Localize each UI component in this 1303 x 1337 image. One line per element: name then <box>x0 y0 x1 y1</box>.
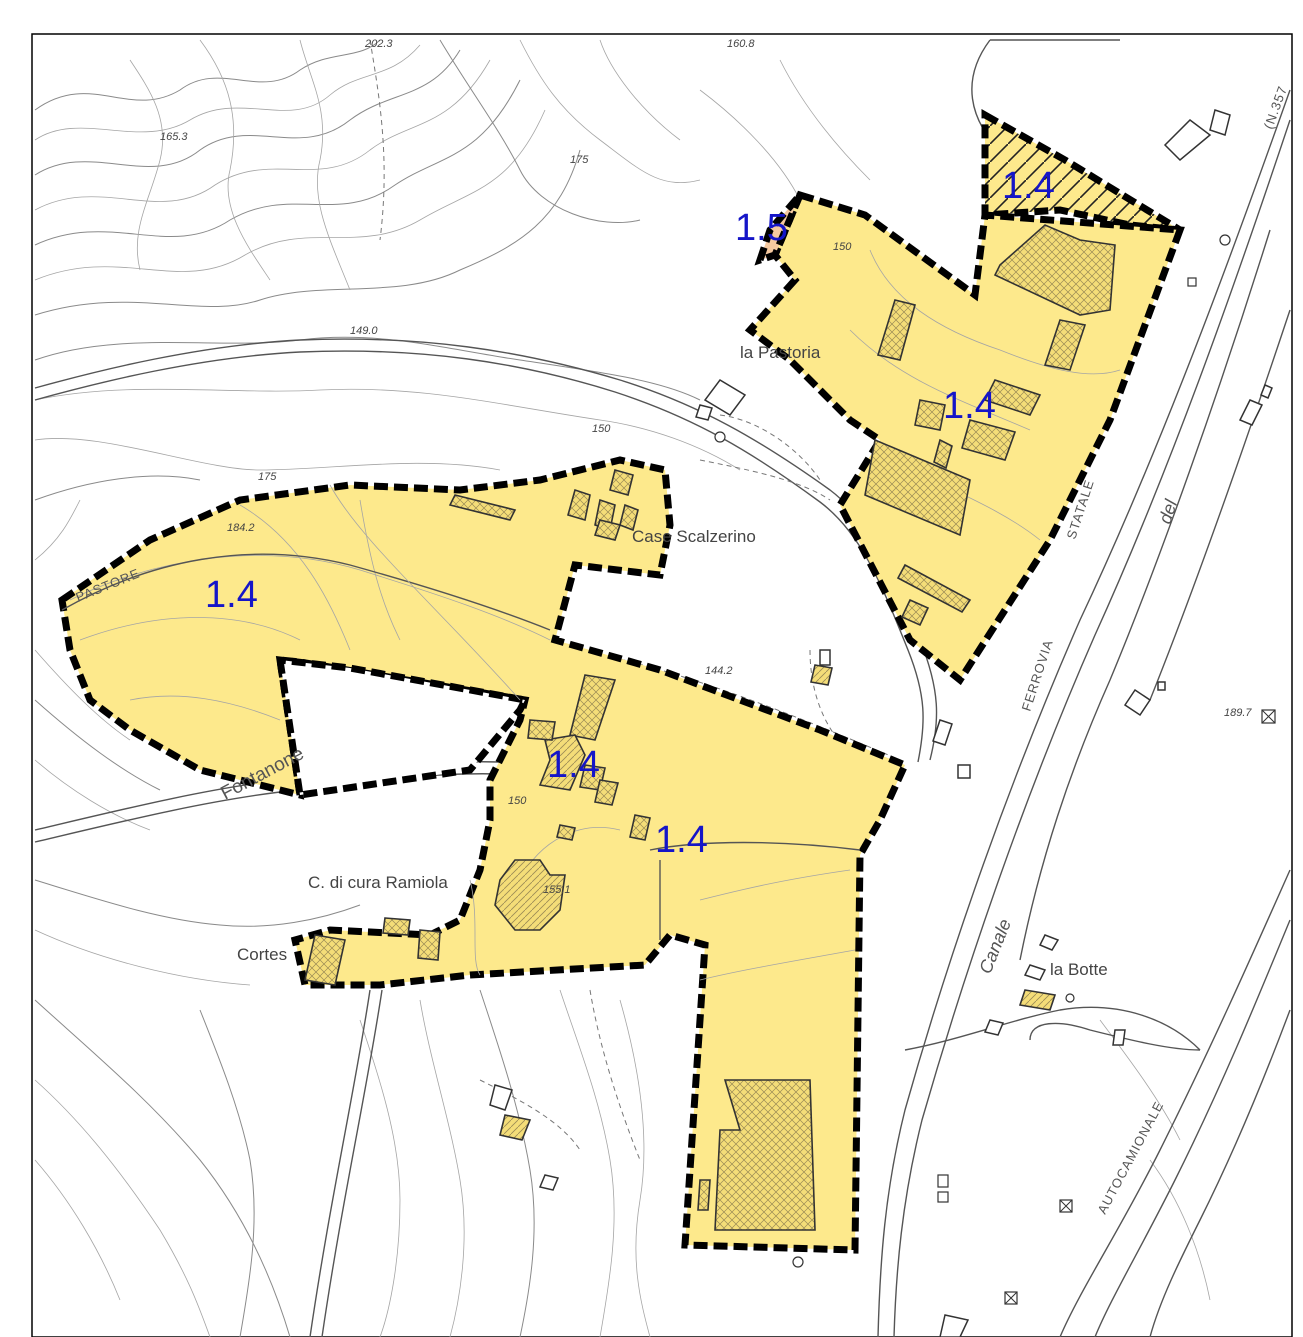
elevation-label: 175 <box>258 471 277 483</box>
elevation-label: 149.0 <box>350 325 378 337</box>
elevation-label: 150 <box>592 423 611 435</box>
place-label-la-botte: la Botte <box>1050 960 1108 979</box>
zone-label: 1.4 <box>655 819 708 861</box>
elevation-labels: 202.3 160.8 165.3 175 150 149.0 150 175 … <box>160 38 1252 896</box>
place-label-cortes: Cortes <box>237 945 287 964</box>
elevation-label: 150 <box>833 241 852 253</box>
zone-west-center-south <box>58 456 910 1254</box>
elevation-label: 184.2 <box>227 522 255 534</box>
zone-label: 1.5 <box>735 207 788 249</box>
elevation-label: 150 <box>508 795 527 807</box>
elevation-label: 202.3 <box>364 38 393 50</box>
elevation-label: 155.1 <box>543 884 571 896</box>
place-label-la-pastoria: la Pastoria <box>740 343 821 362</box>
zone-label: 1.4 <box>943 385 996 427</box>
elevation-label: 189.7 <box>1224 707 1252 719</box>
zone-labels: 1.4 1.5 1.4 1.4 1.4 1.4 <box>205 165 1055 861</box>
place-label-case-scalzerino: Case Scalzerino <box>632 527 756 546</box>
zone-label: 1.4 <box>1002 165 1055 207</box>
elevation-label: 165.3 <box>160 131 188 143</box>
elevation-label: 160.8 <box>727 38 755 50</box>
place-labels: la Pastoria Case Scalzerino C. di cura R… <box>237 343 1108 979</box>
zone-1-5 <box>754 192 804 266</box>
zone-label: 1.4 <box>205 574 258 616</box>
zone-hole <box>275 656 531 799</box>
elevation-label: 175 <box>570 154 589 166</box>
place-label-casa-cura: C. di cura Ramiola <box>308 873 448 892</box>
elevation-label: 144.2 <box>705 665 733 677</box>
zone-label: 1.4 <box>547 744 600 786</box>
buildings <box>304 109 1276 1337</box>
